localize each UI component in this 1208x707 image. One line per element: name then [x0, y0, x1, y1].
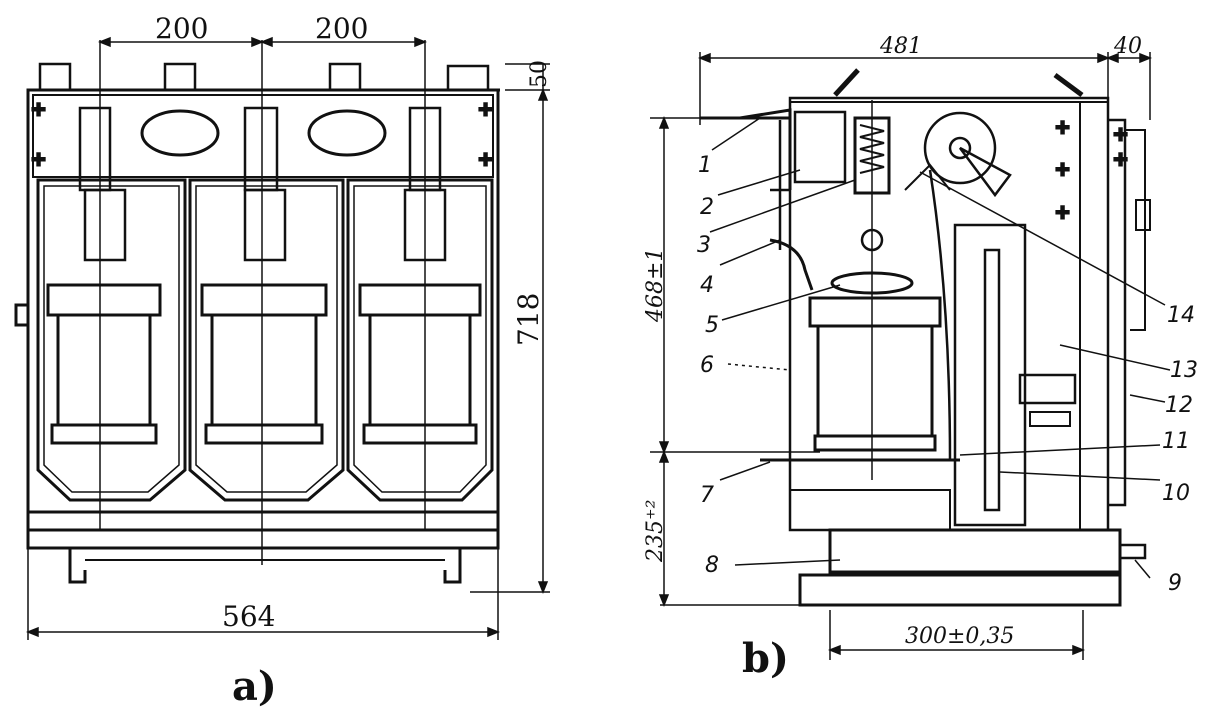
callout-7: 7 [700, 483, 714, 508]
callout-12: 12 [1165, 393, 1193, 418]
callout-2: 2 [700, 195, 714, 220]
dim-handle: 40 [1113, 34, 1142, 59]
front-dimensions [25, 36, 550, 640]
callout-6: 6 [700, 353, 714, 378]
pole-cell-3 [346, 40, 494, 530]
side-body: + + + + + [700, 68, 1151, 607]
callout-10: 10 [1162, 481, 1190, 506]
dim-rails: 300±0,35 [905, 624, 1014, 649]
dim-lower: 235⁺² [643, 500, 668, 563]
callout-14: 14 [1167, 303, 1195, 328]
dim-height: 718 [512, 293, 545, 346]
callout-8: 8 [705, 553, 719, 578]
pole-cell-2 [188, 40, 345, 565]
svg-text:+: + [478, 99, 493, 120]
frame-outline: + + + + [14, 88, 500, 532]
callout-3: 3 [697, 233, 711, 258]
callout-5: 5 [705, 313, 719, 338]
callout-9: 9 [1168, 571, 1182, 596]
front-view: + + + + [14, 12, 552, 707]
side-view: + + + + + [643, 34, 1198, 682]
side-dimensions [650, 52, 1153, 660]
pole-cell-1 [36, 40, 187, 530]
callout-4: 4 [700, 273, 714, 298]
dim-depth: 481 [879, 34, 922, 59]
dim-top: 50 [527, 60, 552, 88]
svg-text:+: + [1113, 149, 1128, 170]
svg-text:+: + [1055, 202, 1070, 223]
callout-11: 11 [1162, 429, 1190, 454]
dim-width: 564 [222, 600, 275, 633]
callout-leaders [709, 117, 1171, 579]
svg-text:+: + [1113, 124, 1128, 145]
callout-13: 13 [1170, 358, 1198, 383]
dim-upper: 468±1 [643, 248, 668, 323]
svg-text:+: + [478, 149, 493, 170]
svg-text:+: + [1055, 117, 1070, 138]
front-base [26, 510, 500, 584]
caption-b: b) [742, 635, 789, 682]
top-terminals [28, 62, 500, 92]
callout-1: 1 [698, 153, 712, 178]
svg-text:+: + [31, 99, 46, 120]
dim-pitch-1: 200 [155, 12, 208, 45]
caption-a: a) [232, 663, 277, 707]
dim-pitch-2: 200 [315, 12, 368, 45]
svg-text:+: + [1055, 159, 1070, 180]
svg-text:+: + [31, 149, 46, 170]
